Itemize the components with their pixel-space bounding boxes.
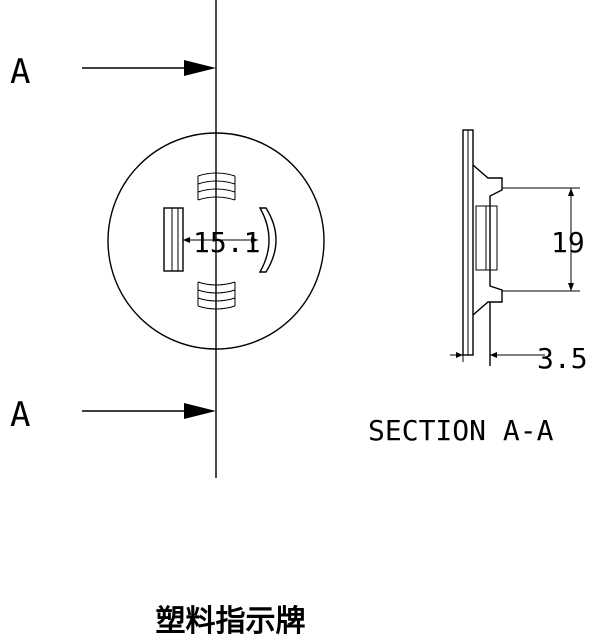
clip-tab-top — [197, 172, 236, 201]
caption-container: 塑料指示牌 — [0, 596, 607, 640]
section-view — [462, 129, 503, 366]
dimension-thickness-label: 3.5 — [537, 342, 588, 375]
clip-slot-left — [163, 207, 184, 272]
plate-outline — [107, 132, 325, 350]
section-marker-bottom: A — [10, 395, 30, 435]
section-marker-top: A — [10, 52, 30, 92]
section-arrow-top — [82, 60, 216, 76]
dimension-height-label: 19 — [551, 226, 585, 259]
clip-tab-bottom — [197, 281, 236, 310]
dimension-height — [502, 187, 580, 292]
dimension-width — [183, 237, 258, 243]
drawing-caption: 塑料指示牌 — [155, 604, 306, 639]
section-title: SECTION A-A — [368, 414, 554, 447]
dimension-thickness — [450, 352, 545, 362]
dimension-width-label: 15.1 — [193, 226, 260, 259]
section-arrow-bottom — [82, 403, 216, 419]
clip-crescent-right — [258, 207, 277, 273]
